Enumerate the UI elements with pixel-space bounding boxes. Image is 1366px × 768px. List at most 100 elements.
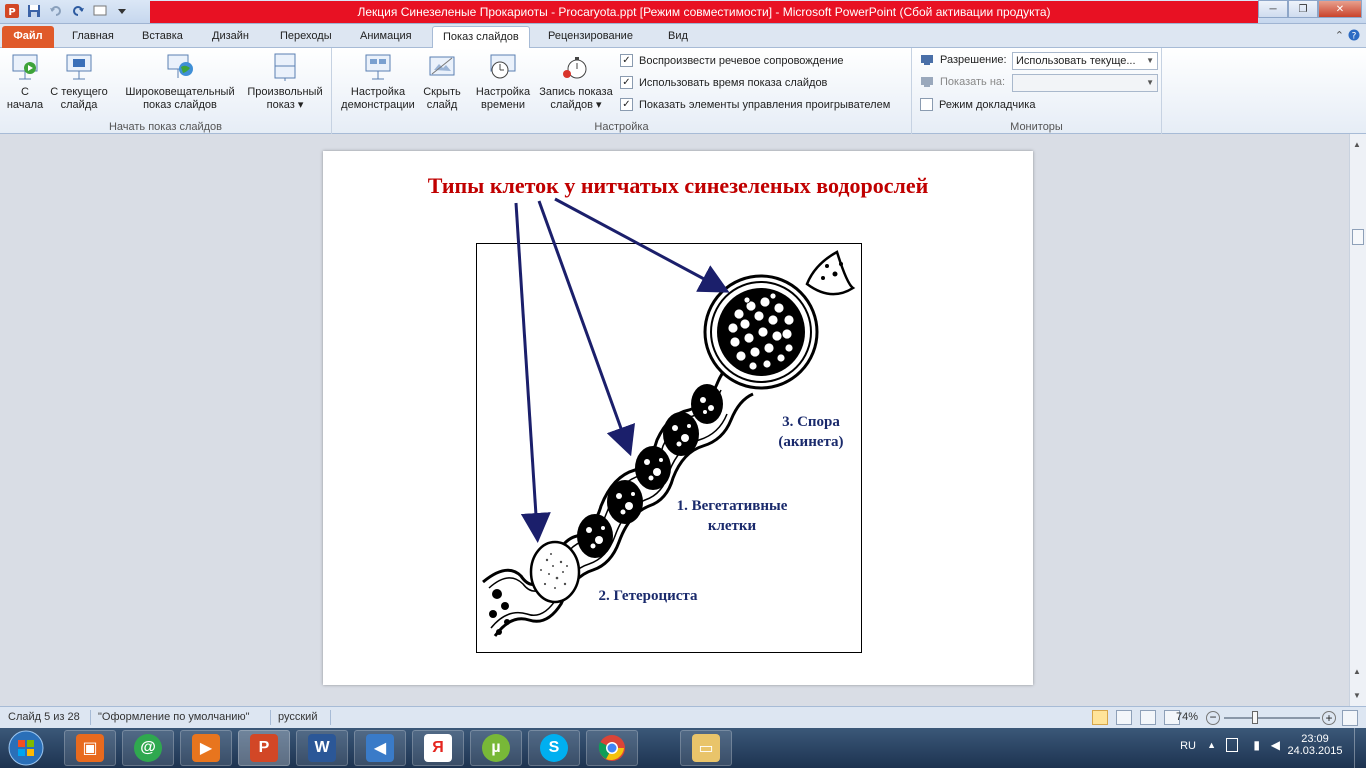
use-timings-checkbox[interactable]: ✓ Использовать время показа слайдов (620, 76, 827, 89)
tab-view[interactable]: Вид (668, 30, 688, 42)
yandex-icon: Я (424, 734, 452, 762)
tab-file[interactable]: Файл (2, 26, 54, 48)
taskbar-word[interactable]: W (296, 730, 348, 766)
group-monitors: Разрешение: Использовать текуще... ▼ Пок… (912, 48, 1162, 134)
close-button[interactable]: ✕ (1318, 0, 1362, 18)
taskbar-utorrent[interactable]: µ (470, 730, 522, 766)
label-spore: 3. Спора (акинета) (778, 414, 844, 450)
customize-qat-icon[interactable] (114, 3, 130, 19)
minimize-button[interactable]: ─ (1258, 0, 1288, 18)
rehearse-timings-icon (488, 52, 518, 82)
checkmark-icon: ✓ (620, 54, 633, 67)
tab-transitions[interactable]: Переходы (280, 30, 332, 42)
group-title-setup: Настройка (594, 121, 649, 133)
taskbar-yandex[interactable]: Я (412, 730, 464, 766)
fit-to-window-icon[interactable] (1342, 710, 1358, 726)
zoom-slider-thumb[interactable] (1252, 711, 1258, 724)
group-setup: Настройка демонстрации Скрыть слайд Наст… (332, 48, 912, 134)
monitor-icon (921, 55, 933, 65)
taskbar-explorer[interactable]: ▭ (680, 730, 732, 766)
word-icon: W (308, 734, 336, 762)
language-indicator[interactable]: русский (278, 711, 318, 723)
help-icon[interactable]: ? (1348, 29, 1360, 44)
tab-slide-show[interactable]: Показ слайдов (432, 26, 530, 48)
save-icon[interactable] (26, 3, 42, 19)
tab-insert[interactable]: Вставка (142, 30, 183, 42)
clock[interactable]: 23:09 24.03.2015 (1287, 733, 1343, 757)
taskbar-mail-agent[interactable]: @ (122, 730, 174, 766)
utorrent-icon: µ (482, 734, 510, 762)
app-icon: ▣ (76, 734, 104, 762)
prev-slide-icon[interactable]: ▲ (1353, 667, 1361, 676)
powerpoint-logo-icon[interactable]: P (4, 3, 20, 19)
volume-icon[interactable]: ◀ (1270, 738, 1280, 752)
slide-show-icon[interactable] (92, 3, 108, 19)
monitor-icon (921, 77, 933, 87)
taskbar-app-1[interactable]: ▣ (64, 730, 116, 766)
setup-slideshow-button[interactable]: Настройка демонстрации (336, 52, 420, 112)
zoom-out-icon[interactable]: − (1206, 711, 1220, 725)
theme-name[interactable]: "Оформление по умолчанию" (98, 711, 250, 723)
media-player-icon: ▶ (192, 734, 220, 762)
next-slide-icon[interactable]: ▼ (1353, 691, 1361, 700)
tab-animations[interactable]: Анимация (360, 30, 412, 42)
label-heterocyst: 2. Гетероциста (598, 588, 698, 604)
status-bar: Слайд 5 из 28 "Оформление по умолчанию" … (0, 706, 1366, 728)
filament-illustration[interactable]: 3. Спора (акинета) 1. Вегетативные клетк… (476, 243, 862, 653)
zoom-level[interactable]: 74% (1176, 711, 1199, 723)
broadcast-slideshow-button[interactable]: Широковещательный показ слайдов (120, 52, 240, 112)
resolution-dropdown[interactable]: Использовать текуще... ▼ (1012, 52, 1158, 70)
play-narrations-checkbox[interactable]: ✓ Воспроизвести речевое сопровождение (620, 54, 844, 67)
show-media-controls-checkbox[interactable]: ✓ Показать элементы управления проигрыва… (620, 98, 890, 111)
taskbar-speaker[interactable]: ◀ (354, 730, 406, 766)
zoom-slider[interactable] (1224, 717, 1320, 719)
taskbar-chrome[interactable] (586, 730, 638, 766)
skype-icon: S (540, 734, 568, 762)
network-icon[interactable]: ▮ (1253, 738, 1260, 752)
scroll-up-icon[interactable]: ▲ (1353, 140, 1361, 149)
maximize-button[interactable]: ❐ (1288, 0, 1318, 18)
scroll-thumb[interactable] (1352, 229, 1364, 245)
normal-view-icon[interactable] (1092, 710, 1108, 725)
show-on-label: Показать на: (920, 76, 1005, 88)
current-slide-icon (64, 52, 94, 82)
show-desktop-button[interactable] (1354, 728, 1366, 768)
slide-title[interactable]: Типы клеток у нитчатых синезеленых водор… (427, 173, 929, 198)
slideshow-view-icon[interactable] (1164, 710, 1180, 725)
from-beginning-button[interactable]: С начала (4, 52, 46, 112)
reading-view-icon[interactable] (1140, 710, 1156, 725)
redo-icon[interactable] (70, 3, 86, 19)
input-language[interactable]: RU (1180, 740, 1196, 752)
start-button[interactable] (6, 730, 46, 766)
taskbar-skype[interactable]: S (528, 730, 580, 766)
group-title-monitors: Мониторы (1010, 121, 1063, 133)
show-hidden-icons[interactable]: ▲ (1207, 740, 1216, 750)
tab-review[interactable]: Рецензирование (548, 30, 633, 42)
checkmark-icon: ✓ (620, 76, 633, 89)
tab-home[interactable]: Главная (72, 30, 114, 42)
battery-icon[interactable] (1226, 738, 1238, 752)
chevron-down-icon: ▼ (1146, 78, 1154, 87)
hide-slide-button[interactable]: Скрыть слайд (420, 52, 464, 112)
slide-workspace: Типы клеток у нитчатых синезеленых водор… (0, 134, 1349, 706)
rehearse-timings-button[interactable]: Настройка времени (472, 52, 534, 112)
setup-show-icon (363, 52, 393, 82)
tab-design[interactable]: Дизайн (212, 30, 249, 42)
collapse-ribbon-icon[interactable]: ⌃ (1334, 30, 1344, 42)
slide-sorter-icon[interactable] (1116, 710, 1132, 725)
taskbar-powerpoint[interactable]: P (238, 730, 290, 766)
play-slideshow-icon (10, 52, 40, 82)
zoom-in-icon[interactable]: + (1322, 711, 1336, 725)
from-current-slide-button[interactable]: С текущего слайда (48, 52, 110, 112)
vertical-scrollbar[interactable]: ▲ ▲ ▼ (1349, 134, 1366, 706)
slide-canvas[interactable]: Типы клеток у нитчатых синезеленых водор… (323, 151, 1033, 685)
undo-icon[interactable] (48, 3, 64, 19)
show-on-dropdown[interactable]: ▼ (1012, 74, 1158, 92)
presenter-view-checkbox[interactable]: Режим докладчика (920, 98, 1035, 111)
custom-show-button[interactable]: Произвольный показ ▾ (242, 52, 328, 112)
taskbar-media-player[interactable]: ▶ (180, 730, 232, 766)
mail-agent-icon: @ (134, 734, 162, 762)
slide-counter: Слайд 5 из 28 (8, 711, 80, 723)
ribbon: С начала С текущего слайда Широковещател… (0, 48, 1366, 134)
record-slideshow-button[interactable]: Запись показа слайдов ▾ (534, 52, 618, 112)
